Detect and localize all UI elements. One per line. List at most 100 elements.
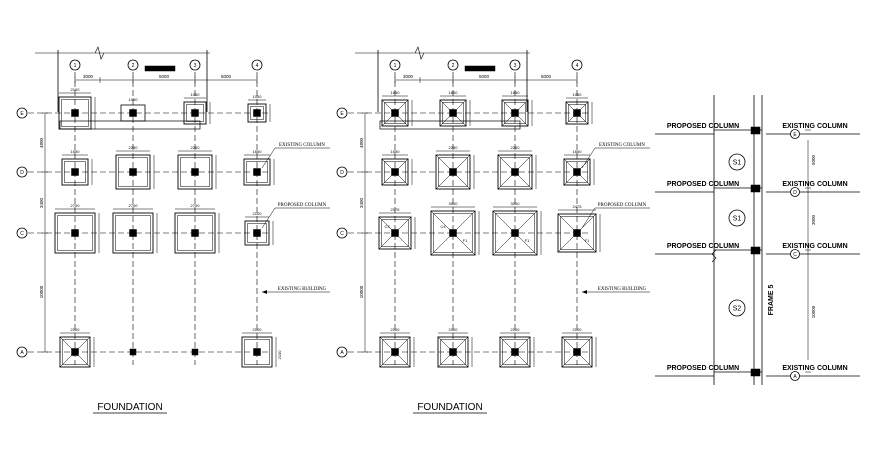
proposed-column-label: PROPOSED COLUMN xyxy=(667,243,739,250)
dim-text: 4800 xyxy=(39,137,44,148)
proposed-column-label: PROPOSED COLUMN xyxy=(667,123,739,130)
footing-inner xyxy=(382,339,408,365)
dim-text: 5000 xyxy=(159,74,170,79)
footing-dim: 1650 xyxy=(391,90,401,95)
dim-text: 10000 xyxy=(359,285,364,298)
grid-bubble-label: 4 xyxy=(576,63,579,69)
footing-dim: 1050 xyxy=(191,92,201,97)
column-section xyxy=(391,109,399,117)
footing-inner xyxy=(564,339,590,365)
footing-dim: 2475 xyxy=(573,204,583,209)
grid-bubble-label: A xyxy=(340,350,344,356)
footing-row-c xyxy=(54,212,96,254)
grid-bubble-label: E xyxy=(340,111,344,117)
grid-bubble-label: 1 xyxy=(74,63,77,69)
column-section xyxy=(449,109,457,117)
column-section xyxy=(391,348,399,356)
footing-dim: 1050 xyxy=(573,92,583,97)
footing-inner xyxy=(64,161,86,183)
grid-bubble-label: D xyxy=(340,170,344,176)
footing-row-c xyxy=(378,216,412,250)
footing-row-e xyxy=(439,99,467,127)
footing-inner xyxy=(62,339,88,365)
column-section xyxy=(253,109,261,117)
footing-dim: 1050 xyxy=(129,97,139,102)
footing-dim: 2700 xyxy=(129,203,139,208)
leader-line xyxy=(581,207,596,229)
dim-text: 3000 xyxy=(83,74,94,79)
column-section xyxy=(191,168,199,176)
footing-row-d xyxy=(563,158,591,186)
footing-row-c xyxy=(174,212,216,254)
footing-dim: 2250 xyxy=(511,145,521,150)
footing-row-c xyxy=(557,213,597,253)
leader-line xyxy=(261,147,276,169)
plan-title: FOUNDATION xyxy=(97,402,162,413)
footing-row-c xyxy=(492,210,538,256)
frame-elevation: PROPOSED COLUMN EXISTING COLUMN E PROPOSED … xyxy=(655,95,860,385)
footing-dim: 2100 xyxy=(449,327,459,332)
footing-row-c xyxy=(112,212,154,254)
existing-column-label: EXISTING COLUMN xyxy=(782,181,847,188)
dim-text: 4800 xyxy=(359,137,364,148)
slab-label: S1 xyxy=(733,160,742,167)
grid-bubble xyxy=(251,59,263,71)
footing-row-e xyxy=(501,99,529,127)
column-section xyxy=(573,109,581,117)
grid-bubble xyxy=(336,346,348,358)
grid-bubble xyxy=(69,59,81,71)
column-section xyxy=(129,348,137,356)
footing-dim: 3000 xyxy=(449,201,459,206)
grid-bubble-label: E xyxy=(793,132,797,138)
grid-bubble xyxy=(189,59,201,71)
grid-bubble-label: C xyxy=(793,252,797,258)
proposed-column-label: PROPOSED COLUMN xyxy=(667,365,739,372)
existing-building-note: EXISTING BUILDING xyxy=(278,287,327,292)
footing-inner xyxy=(442,102,464,124)
column-section xyxy=(449,348,457,356)
grid-bubble xyxy=(447,59,459,71)
footing-row-e xyxy=(58,96,92,130)
column-joint xyxy=(750,368,761,377)
footing-inner xyxy=(384,161,406,183)
footing-row-d xyxy=(61,158,89,186)
footing-row-e xyxy=(120,104,146,122)
column-section xyxy=(449,168,457,176)
footing-inner xyxy=(180,157,210,187)
grid-bubble-label: 2 xyxy=(452,63,455,69)
dim-text: 5000 xyxy=(811,154,816,165)
column-section xyxy=(253,168,261,176)
footing-dim: 2100 xyxy=(71,327,81,332)
dim-text: 3000 xyxy=(403,74,414,79)
proposed-column-note: PROPOSED COLUMN xyxy=(278,203,327,208)
footing-row-a xyxy=(379,336,411,368)
dim-text: 3400 xyxy=(39,197,44,208)
column-section xyxy=(511,229,519,237)
footing-dim: 2100 xyxy=(253,327,263,332)
footing-dim: 2100 xyxy=(573,327,583,332)
grid-bubble-label: D xyxy=(793,190,797,196)
footing-row-e xyxy=(565,101,589,125)
frame-label: FRAME 5 xyxy=(768,285,775,316)
footing-dim: 2175 xyxy=(391,207,401,212)
arrow-head xyxy=(262,290,267,294)
footing-inner xyxy=(384,102,406,124)
column-joint xyxy=(750,126,761,135)
grid-bubble-label: C xyxy=(20,231,24,237)
grid-bubble-label: D xyxy=(20,170,24,176)
grid-bubble xyxy=(571,59,583,71)
footing-inner xyxy=(115,215,151,251)
footing-dim: 2250 xyxy=(449,145,459,150)
leader-line xyxy=(261,207,276,229)
column-section xyxy=(511,109,519,117)
footing-row-a xyxy=(437,336,469,368)
footing-inner xyxy=(381,219,409,247)
footing-dim: 2700 xyxy=(191,203,201,208)
column-section xyxy=(253,348,261,356)
dim-text: 10000 xyxy=(811,305,816,318)
footing-mark: C3 xyxy=(384,224,390,229)
footing-inner xyxy=(560,216,594,250)
footing-row-d xyxy=(115,154,151,190)
footing-row-a xyxy=(59,336,91,368)
footing-dim: 1650 xyxy=(391,149,401,154)
